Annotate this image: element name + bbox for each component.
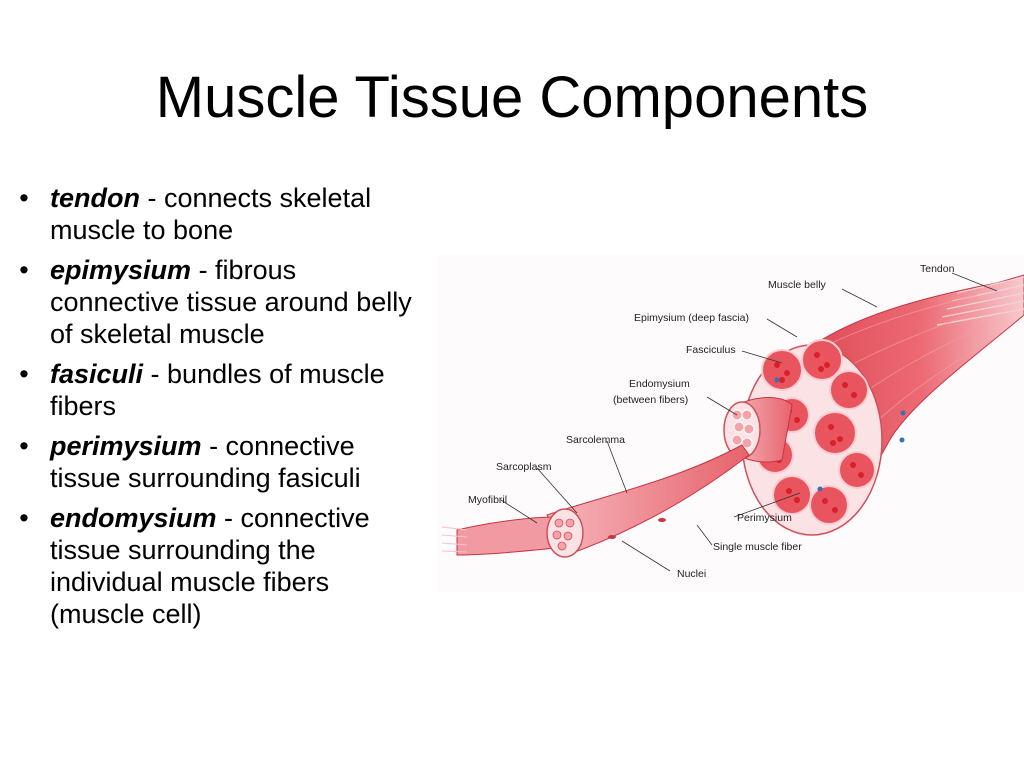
- muscle-anatomy-figure: Tendon Muscle belly Epimysium (deep fasc…: [437, 255, 1024, 592]
- bullet-text: - bundles of muscle fibers: [50, 359, 385, 421]
- bullet-dot: •: [19, 431, 29, 461]
- bullet-dot: •: [19, 183, 29, 213]
- leader-lines: [500, 272, 998, 572]
- fasciculus-fibers: [731, 409, 755, 449]
- tendon-strands: [936, 276, 1024, 326]
- bullet-term: perimysium: [50, 431, 202, 461]
- bullet-term: tendon: [50, 183, 140, 213]
- bullet-item: • endomysium - connective tissue surround…: [14, 502, 424, 630]
- bullet-term: fasiculi: [50, 359, 144, 389]
- bullet-item: • fasiculi - bundles of muscle fibers: [14, 358, 424, 422]
- blood-vessel-dots: [774, 377, 906, 492]
- label-single-muscle-fiber: Single muscle fiber: [713, 541, 802, 553]
- bullet-item: • tendon - connects skeletal muscle to bo…: [14, 182, 424, 246]
- myofibril-strands: [441, 526, 468, 553]
- bullet-item: • epimysium - fibrous connective tissue a…: [14, 254, 424, 350]
- bullet-dot: •: [19, 255, 29, 285]
- myofibril-dots: [552, 518, 575, 551]
- label-fasciculus: Fasciculus: [686, 344, 736, 356]
- slide-title: Muscle Tissue Components: [155, 65, 869, 130]
- muscle-anatomy-illustration: Tendon Muscle belly Epimysium (deep fasc…: [441, 263, 1024, 580]
- bullet-text: - connective tissue surrounding the indi…: [50, 503, 370, 629]
- bullet-list: • tendon - connects skeletal muscle to bo…: [14, 182, 424, 638]
- label-muscle-belly: Muscle belly: [768, 279, 827, 291]
- bullet-dot: •: [19, 359, 29, 389]
- bullet-term: epimysium: [50, 255, 192, 285]
- label-tendon: Tendon: [920, 263, 955, 275]
- label-epimysium: Epimysium (deep fascia): [634, 312, 749, 324]
- bullet-text: - fibrous connective tissue around belly…: [50, 255, 412, 349]
- bullet-text: - connective tissue surrounding fasiculi: [50, 431, 361, 493]
- label-perimysium: Perimysium: [737, 512, 792, 524]
- bullet-text: - connects skeletal muscle to bone: [50, 183, 372, 245]
- label-myofibril: Myofibril: [468, 494, 507, 506]
- label-sarcolemma: Sarcolemma: [566, 434, 625, 446]
- label-endomysium-note: (between fibers): [613, 394, 688, 406]
- bullet-dot: •: [19, 503, 29, 533]
- label-sarcoplasm: Sarcoplasm: [496, 461, 552, 473]
- nuclei-dots: [608, 518, 666, 539]
- single-muscle-fiber: [546, 444, 750, 556]
- bullet-item: • perimysium - connective tissue surround…: [14, 430, 424, 494]
- label-endomysium: Endomysium: [629, 378, 690, 390]
- bullet-term: endomysium: [50, 503, 217, 533]
- label-nuclei: Nuclei: [677, 568, 706, 580]
